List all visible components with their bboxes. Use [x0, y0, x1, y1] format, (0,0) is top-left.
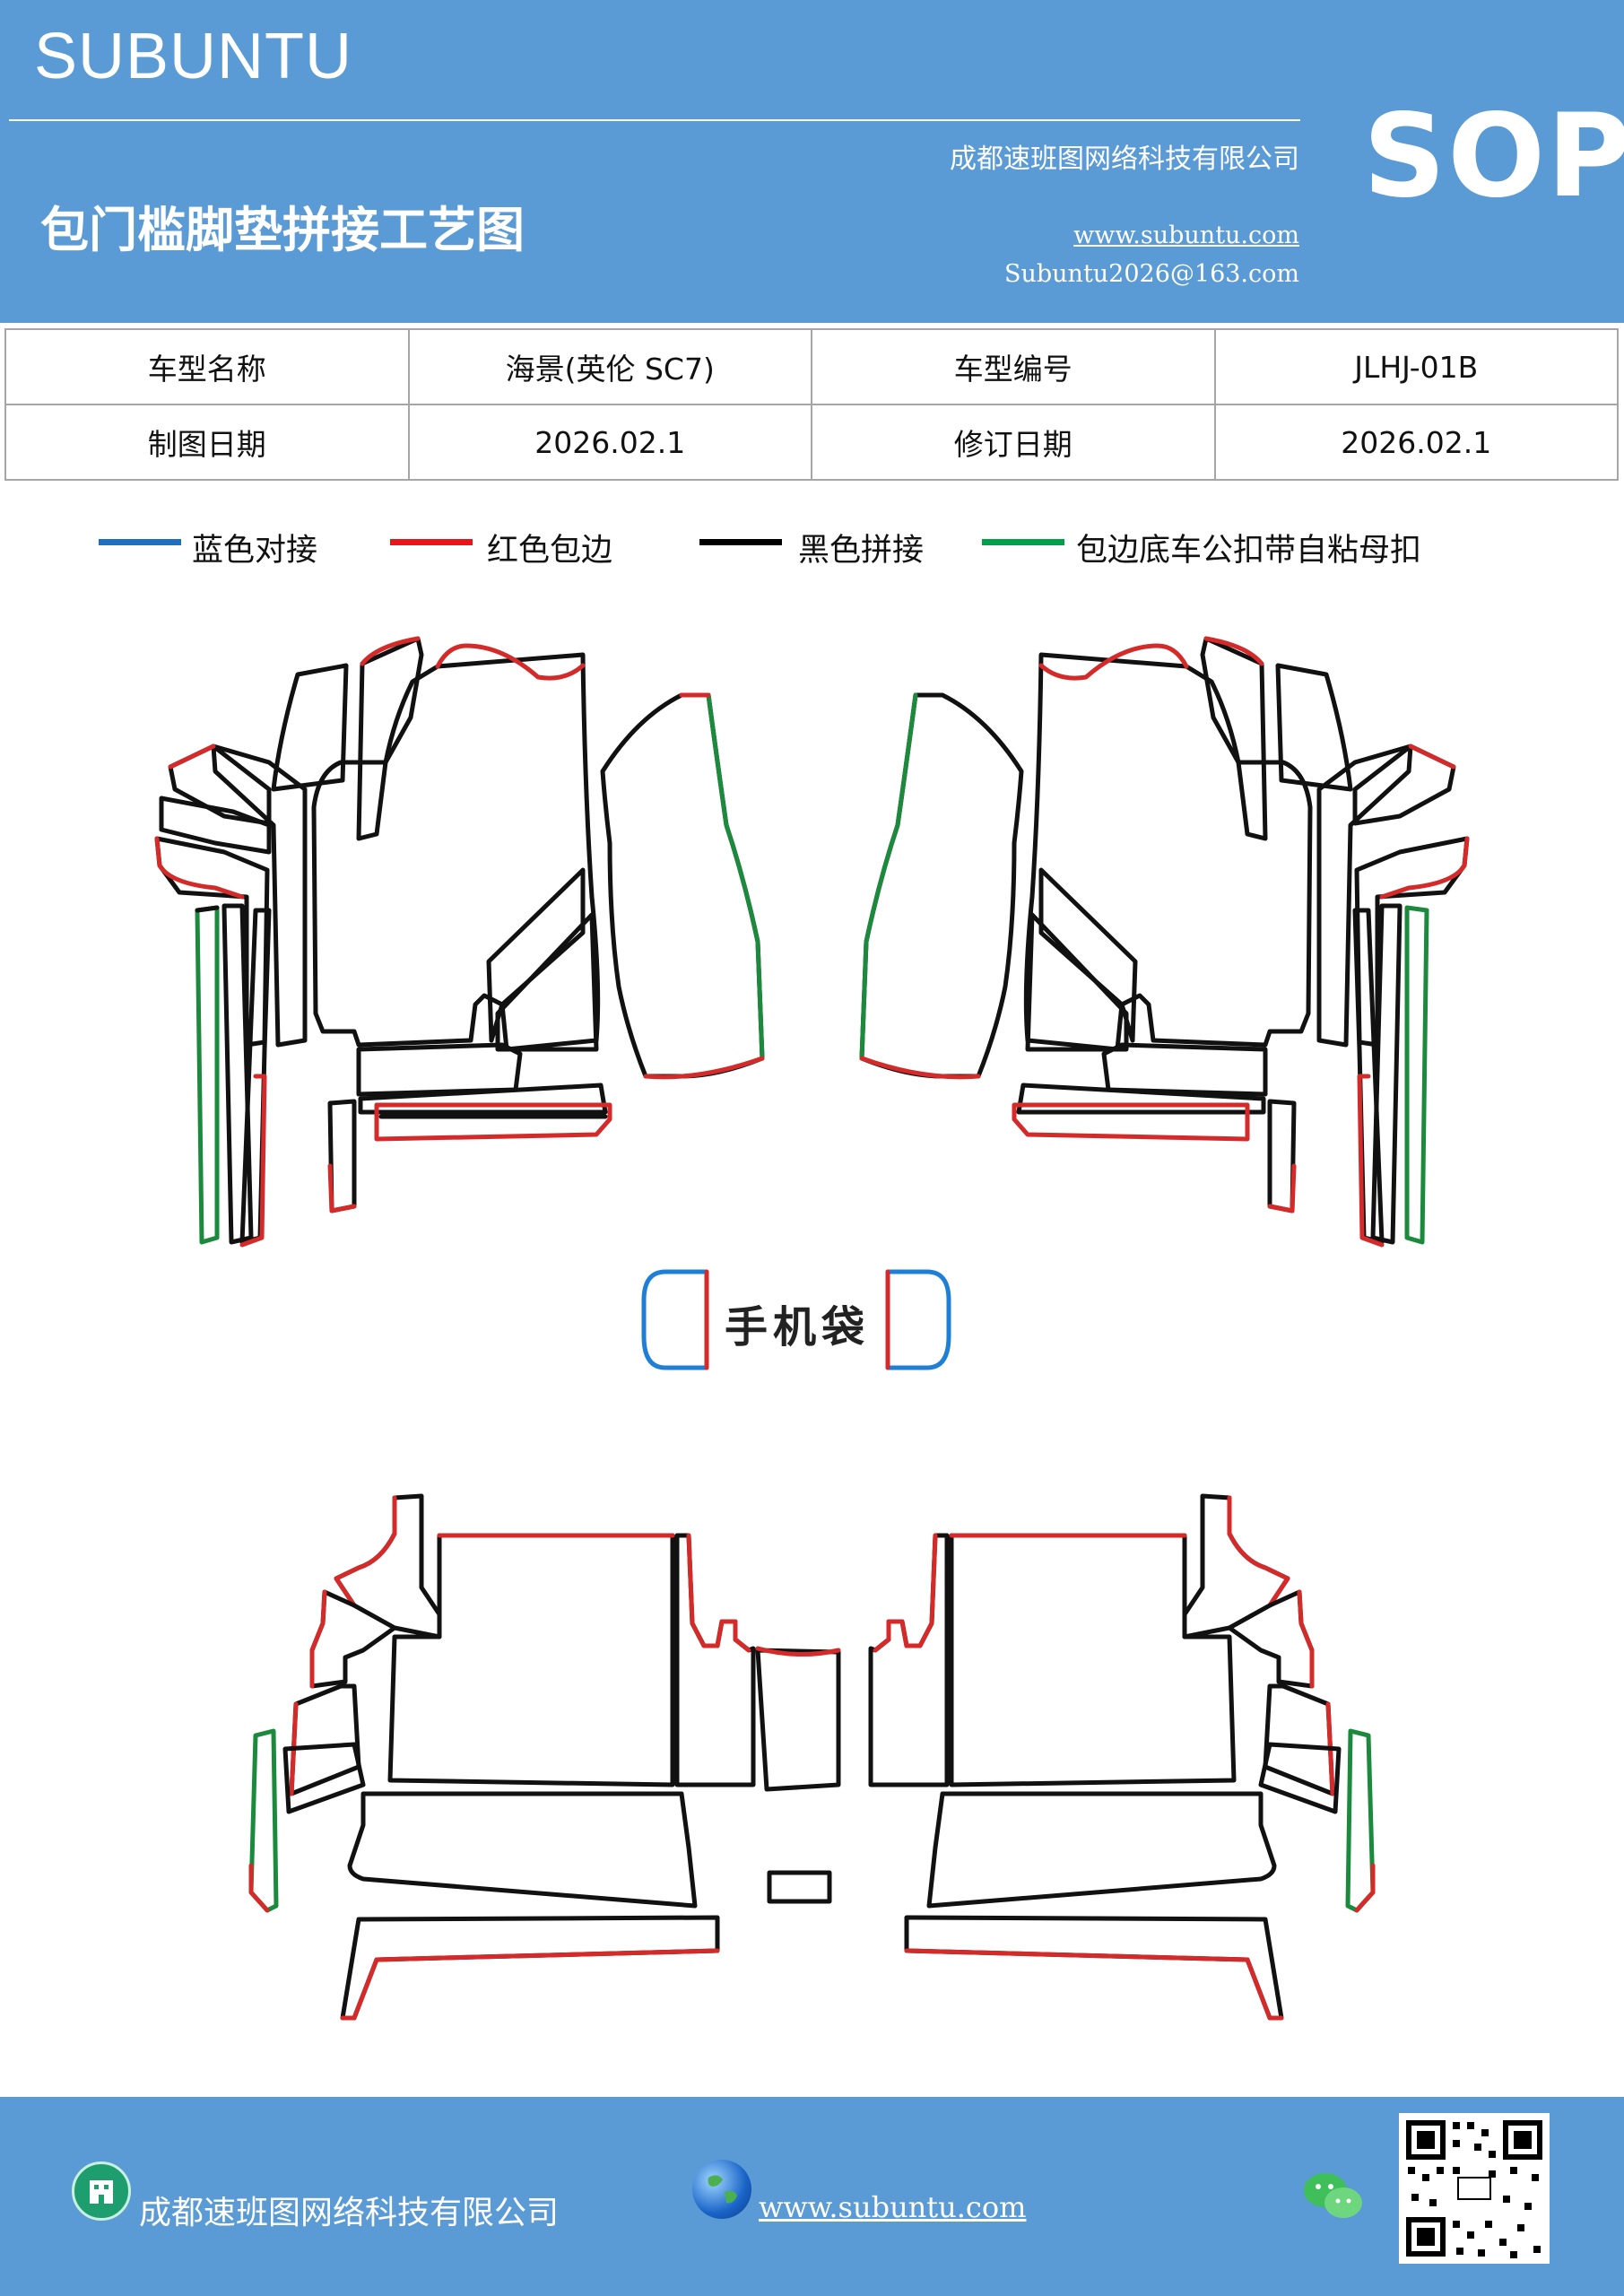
rear-mat-pieces: [248, 1493, 1376, 2021]
table-row: 车型名称 海景(英伦 SC7) 车型编号 JLHJ-01B: [4, 328, 1619, 405]
label-draw-date: 制图日期: [4, 404, 410, 481]
legend-label: 蓝色对接: [192, 533, 318, 569]
color-legend: 蓝色对接 红色包边 黑色拼接 包边底车公扣带自粘母扣: [0, 525, 1624, 578]
legend-label: 红色包边: [487, 533, 613, 569]
info-table: 车型名称 海景(英伦 SC7) 车型编号 JLHJ-01B 制图日期 2026.…: [4, 328, 1619, 481]
legend-swatch-red: [390, 539, 473, 545]
footer-website-link[interactable]: www.subuntu.com: [759, 2190, 1027, 2224]
label-revision-date: 修订日期: [811, 404, 1216, 481]
legend-swatch-green: [982, 539, 1064, 545]
phone-pocket: [641, 1269, 951, 1370]
label-model-name: 车型名称: [4, 328, 410, 405]
header-banner: SUBUNTU 成都速班图网络科技有限公司 包门槛脚垫拼接工艺图 www.sub…: [0, 0, 1624, 323]
legend-swatch-black: [699, 539, 782, 545]
document-title: 包门槛脚垫拼接工艺图: [40, 202, 525, 258]
value-model-code: JLHJ-01B: [1213, 328, 1619, 405]
header-website-link[interactable]: www.subuntu.com: [1073, 222, 1299, 249]
phone-pocket-label: 手机袋: [725, 1302, 871, 1352]
legend-label: 黑色拼接: [798, 533, 925, 569]
legend-label: 包边底车公扣带自粘母扣: [1076, 533, 1422, 569]
value-model-name: 海景(英伦 SC7): [407, 328, 812, 405]
footer-banner: 成都速班图网络科技有限公司 www.subuntu.com: [0, 2097, 1624, 2296]
legend-swatch-blue: [99, 539, 181, 545]
header-email: Subuntu2026@163.com: [1004, 260, 1299, 288]
footer-company: 成都速班图网络科技有限公司: [139, 2195, 560, 2231]
table-row: 制图日期 2026.02.1 修订日期 2026.02.1: [4, 404, 1619, 481]
front-left-mat-pieces: [154, 636, 765, 1248]
sop-badge: SOP: [1363, 90, 1624, 223]
label-model-code: 车型编号: [811, 328, 1216, 405]
wechat-icon: [1302, 2169, 1365, 2222]
globe-icon: [692, 2160, 751, 2219]
qr-code[interactable]: [1399, 2113, 1550, 2264]
front-right-mat-pieces: [859, 636, 1470, 1248]
value-revision-date: 2026.02.1: [1213, 404, 1619, 481]
header-company: 成都速班图网络科技有限公司: [950, 144, 1299, 175]
header-divider: [9, 119, 1300, 121]
building-icon: [72, 2161, 131, 2221]
brand-name: SUBUNTU: [34, 21, 353, 92]
value-draw-date: 2026.02.1: [407, 404, 812, 481]
mat-splice-diagram: [154, 636, 1470, 2021]
